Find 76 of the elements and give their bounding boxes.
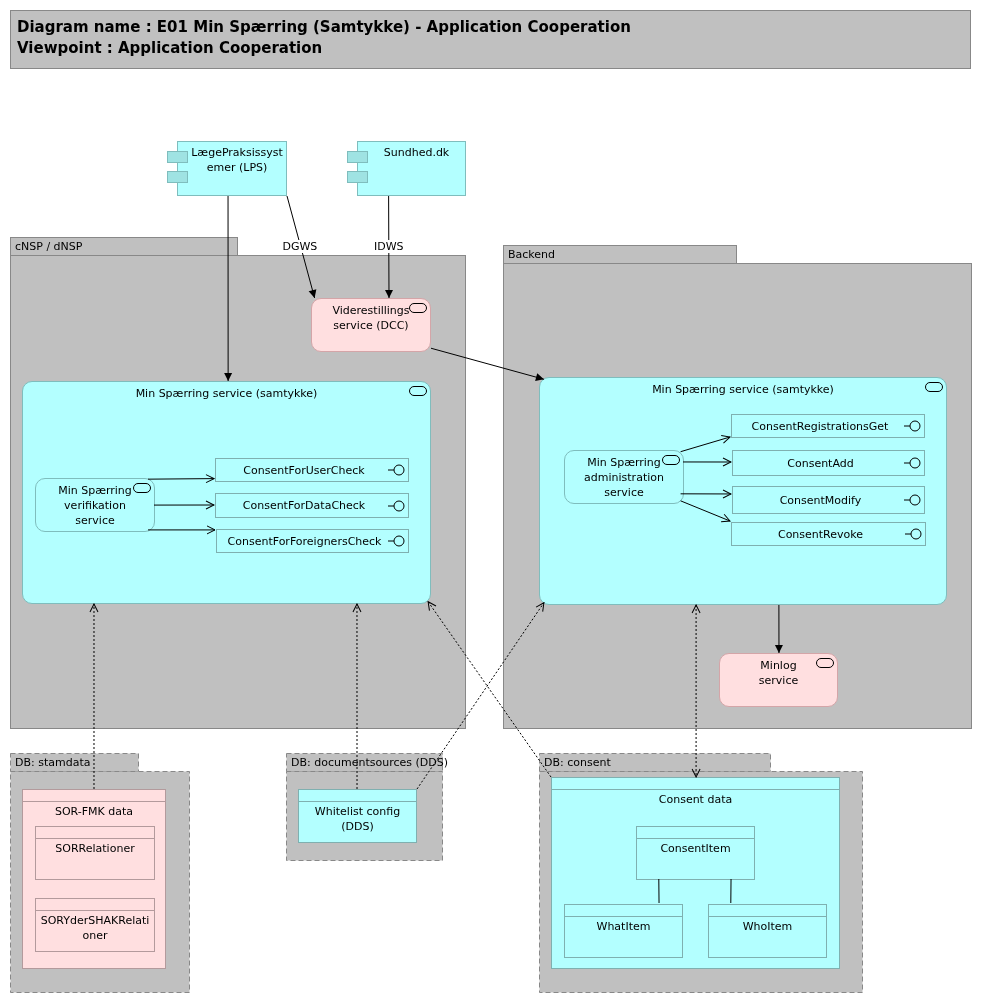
viewpoint-label: Viewpoint : Application Cooperation	[17, 38, 324, 59]
node-label: ConsentForDataCheck	[241, 498, 367, 513]
interface-box	[731, 522, 926, 546]
service-box	[311, 298, 431, 352]
service-box	[564, 450, 684, 504]
node-label: Sundhed.dk	[382, 145, 451, 160]
node-label: ConsentModify	[778, 492, 863, 508]
node-label: Min Spærring verifikation service	[57, 483, 133, 528]
package-frame	[539, 753, 863, 993]
node-label: Min Spærring service (samtykke)	[134, 386, 319, 401]
node-label: SOR-FMK data	[53, 804, 135, 819]
node-label: Minlog service	[757, 658, 800, 688]
service-box	[35, 478, 155, 532]
edge-label: IDWS	[372, 240, 406, 253]
node-label: WhoItem	[741, 919, 794, 934]
dotted-arrow	[691, 604, 701, 778]
arrow	[286, 195, 317, 299]
dotted-arrow	[416, 602, 545, 790]
arrow	[384, 195, 393, 299]
data-object-box	[564, 904, 683, 958]
node-label: ConsentAdd	[786, 455, 855, 471]
data-object-box	[551, 777, 840, 969]
interface-box	[215, 493, 409, 518]
package-label: DB: consent	[544, 755, 611, 770]
service-box	[539, 377, 947, 605]
package-frame	[10, 753, 190, 993]
interface-box	[731, 414, 925, 438]
data-object-box	[708, 904, 827, 958]
connector-line	[658, 878, 660, 904]
dotted-arrow	[89, 603, 99, 790]
node-label: Consent data	[657, 792, 734, 807]
diagram-title: Diagram name : E01 Min Spærring (Samtykke) - Application Cooperation	[17, 17, 632, 38]
interface-box	[216, 529, 409, 553]
data-object-box	[35, 898, 155, 952]
interface-box	[732, 450, 925, 476]
service-box	[719, 653, 838, 707]
node-label: ConsentForUserCheck	[242, 462, 366, 478]
package-label: cNSP / dNSP	[15, 239, 83, 254]
node-label: ConsentRevoke	[776, 526, 865, 542]
node-label: LægePraksissystemer (LPS)	[190, 145, 284, 175]
arrow	[680, 500, 731, 523]
service-box	[22, 381, 431, 604]
connector-line	[730, 878, 732, 904]
node-label: Min Spærring administration service	[583, 455, 665, 500]
arrow	[147, 525, 216, 535]
package-label: DB: documentsources (DDS)	[291, 755, 448, 770]
data-object-box	[298, 789, 417, 843]
node-label: WhatItem	[595, 919, 652, 934]
arrow	[430, 347, 545, 381]
arrow	[680, 489, 732, 499]
arrow	[224, 195, 233, 382]
arrow	[682, 457, 732, 467]
node-label: ConsentForForeignersCheck	[226, 533, 383, 549]
arrow	[680, 434, 731, 453]
interface-box	[215, 458, 409, 482]
node-label: SORYderSHAKRelationer	[40, 913, 150, 943]
data-object-box	[22, 789, 166, 969]
arrow	[147, 474, 215, 484]
node-label: ConsentRegistrationsGet	[750, 418, 890, 434]
node-label: Viderestillings service (DCC)	[331, 303, 411, 333]
package-frame	[503, 245, 972, 729]
edge-label: DGWS	[280, 240, 320, 253]
arrow	[153, 500, 215, 510]
package-label: DB: stamdata	[15, 755, 91, 770]
data-object-box	[35, 826, 155, 880]
dotted-arrow	[352, 603, 362, 790]
node-label: Min Spærring service (samtykke)	[651, 382, 835, 397]
package-frame	[10, 237, 466, 729]
data-object-box	[636, 826, 755, 880]
dotted-arrow	[427, 601, 552, 778]
node-label: SORRelationer	[54, 841, 136, 856]
package-label: Backend	[508, 247, 556, 262]
node-label: ConsentItem	[659, 841, 732, 856]
arrow	[774, 604, 783, 654]
node-label: Whitelist config (DDS)	[313, 804, 402, 834]
interface-box	[732, 486, 925, 514]
